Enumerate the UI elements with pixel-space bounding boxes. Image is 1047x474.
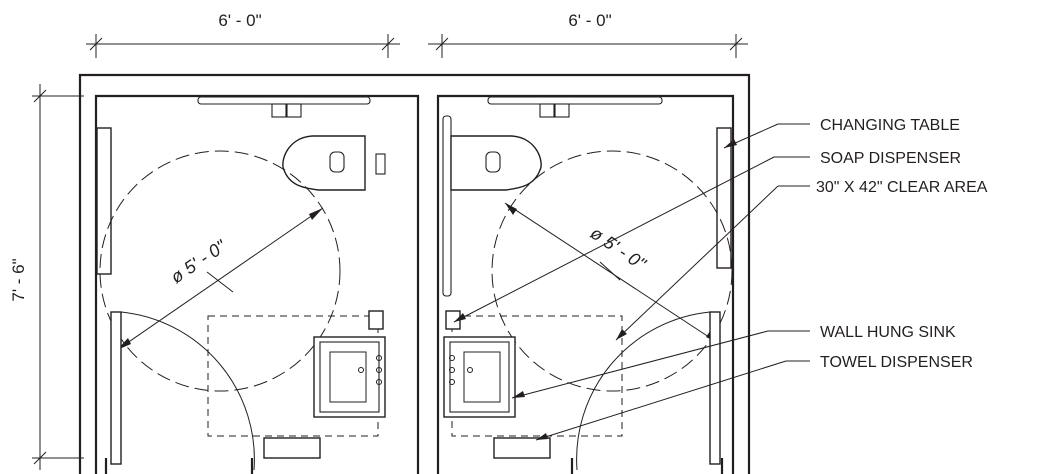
towel-dispenser <box>263 437 321 459</box>
soap-dispenser <box>368 310 384 330</box>
turning-circle <box>99 150 341 392</box>
wall-hung-sink <box>443 336 516 418</box>
towel-dispenser <box>493 437 551 459</box>
callout-clear-area: 30" X 42" CLEAR AREA <box>816 179 988 196</box>
toilet <box>282 135 386 191</box>
callout-soap-dispenser: SOAP DISPENSER <box>820 150 961 167</box>
dimension-top-right: 6' - 0" <box>428 11 748 58</box>
toilet <box>450 135 542 191</box>
door-leaf <box>110 311 122 465</box>
toilet-paper-holder <box>271 103 287 118</box>
changing-table <box>716 127 732 269</box>
left-room: ø 5' - 0" <box>96 96 386 471</box>
right-room: ø 5' - 0" <box>442 96 733 471</box>
grab-bar <box>487 96 663 105</box>
callout-towel-dispenser: TOWEL DISPENSER <box>820 354 973 371</box>
toilet-paper-holder <box>554 103 570 118</box>
turning-circle-label: ø 5' - 0" <box>167 235 231 287</box>
callout-wall-hung-sink: WALL HUNG SINK <box>820 324 956 341</box>
toilet-paper-holder <box>539 103 555 118</box>
wall-hung-sink <box>313 336 386 418</box>
dimension-right-width-label: 6' - 0" <box>568 11 611 30</box>
changing-table <box>96 127 112 275</box>
callout-labels: CHANGING TABLE SOAP DISPENSER 30" X 42" … <box>816 117 988 371</box>
callout-leaders <box>453 123 810 441</box>
dimension-left-width-label: 6' - 0" <box>218 11 261 30</box>
toilet-paper-holder <box>286 103 302 118</box>
grab-bar <box>197 96 371 105</box>
walls <box>78 73 751 474</box>
door-leaf <box>709 311 721 465</box>
dimension-height-label: 7' - 6" <box>9 258 28 301</box>
turning-circle <box>491 150 733 392</box>
side-grab-bar <box>442 115 452 297</box>
callout-changing-table: CHANGING TABLE <box>820 117 960 134</box>
dimension-left-height: 7' - 6" <box>9 84 84 470</box>
dimension-top-left: 6' - 0" <box>86 11 400 58</box>
